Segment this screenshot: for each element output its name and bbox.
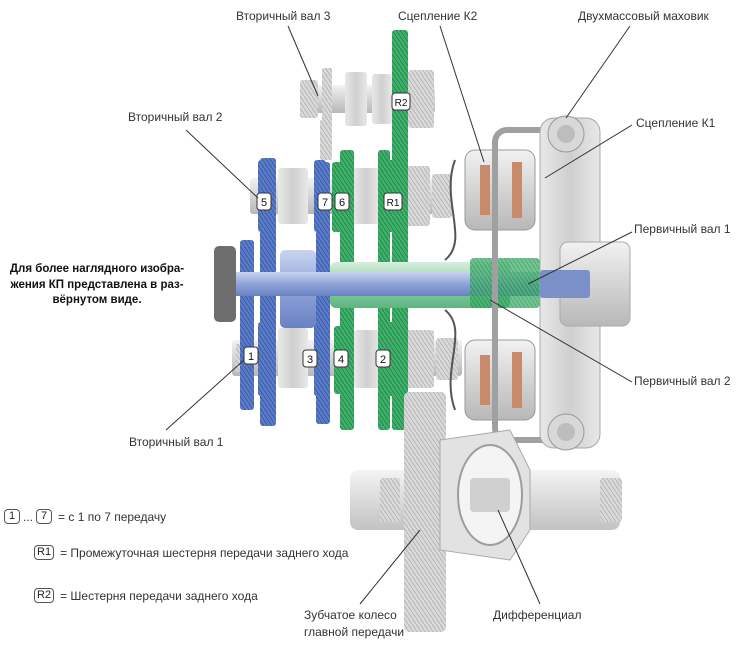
final-drive-and-differential bbox=[350, 392, 622, 632]
svg-text:3: 3 bbox=[307, 354, 313, 366]
reverse-gear-green bbox=[392, 30, 408, 430]
legend-text-r1: = Промежуточная шестерня передачи заднег… bbox=[60, 545, 349, 560]
clutch-assembly bbox=[444, 127, 558, 443]
secondary-shaft-3 bbox=[300, 68, 435, 160]
label-main-gear-line1: Зубчатое колесо bbox=[304, 608, 397, 622]
legend-row-gears: 1 ... 7 = с 1 по 7 передачу bbox=[4, 509, 166, 524]
leader-primary-shaft-1 bbox=[527, 231, 633, 285]
legend-badge-to: 7 bbox=[36, 509, 53, 524]
svg-text:1: 1 bbox=[248, 351, 254, 363]
leader-secondary-shaft-1 bbox=[165, 359, 245, 431]
gear-badge-r2: R2 bbox=[391, 92, 411, 111]
primary-shaft-end-cap bbox=[214, 246, 236, 322]
label-clutch-k1: Сцепление К1 bbox=[636, 116, 716, 130]
legend-text-gears: = с 1 по 7 передачу bbox=[58, 509, 167, 524]
gear-badge-6: 6 bbox=[334, 192, 350, 211]
note-line-3: вёрнутом виде. bbox=[52, 294, 142, 307]
svg-text:R1: R1 bbox=[387, 198, 400, 209]
svg-text:R2: R2 bbox=[395, 98, 408, 109]
svg-text:4: 4 bbox=[338, 354, 344, 366]
legend-row-r1: R1 = Промежуточная шестерня передачи зад… bbox=[34, 545, 348, 560]
label-dual-mass-flywheel: Двухмассовый маховик bbox=[578, 9, 709, 23]
gear-badge-2: 2 bbox=[375, 349, 391, 368]
svg-text:6: 6 bbox=[339, 197, 345, 209]
blue-gear-1 bbox=[240, 240, 254, 410]
leader-primary-shaft-2 bbox=[489, 299, 633, 383]
legend-badge-from: 1 bbox=[4, 509, 20, 524]
legend-dots: ... bbox=[23, 509, 34, 524]
primary-shaft-splines bbox=[470, 258, 540, 308]
gear-badge-1: 1 bbox=[243, 346, 259, 365]
legend-text-r2: = Шестерня передачи заднего хода bbox=[60, 588, 258, 603]
gear-badge-5: 5 bbox=[256, 192, 272, 211]
leader-secondary-shaft-2 bbox=[185, 129, 259, 199]
svg-text:2: 2 bbox=[380, 354, 386, 366]
label-differential: Дифференциал bbox=[493, 608, 582, 622]
label-secondary-shaft-1: Вторичный вал 1 bbox=[129, 435, 224, 449]
label-secondary-shaft-2: Вторичный вал 2 bbox=[128, 110, 223, 124]
leader-lines bbox=[165, 25, 633, 605]
label-primary-shaft-1: Первичный вал 1 bbox=[634, 222, 731, 236]
svg-text:5: 5 bbox=[261, 197, 267, 209]
leader-dual-mass-flywheel bbox=[565, 25, 631, 119]
gear-badge-4: 4 bbox=[333, 349, 349, 368]
svg-text:7: 7 bbox=[322, 197, 328, 209]
layout-note: Для более наглядного изобра- жения КП пр… bbox=[2, 262, 192, 309]
legend-badge-r2: R2 bbox=[34, 588, 55, 603]
dual-mass-flywheel bbox=[539, 115, 631, 451]
note-line-1: Для более наглядного изобра- bbox=[9, 263, 185, 275]
note-line-2: жения КП представлена в раз- bbox=[10, 278, 184, 291]
leader-main-gear bbox=[359, 529, 421, 605]
leader-differential bbox=[497, 509, 541, 605]
gear-badge-3: 3 bbox=[302, 349, 318, 368]
gear-badge-7: 7 bbox=[317, 192, 333, 211]
leader-secondary-shaft-3 bbox=[287, 25, 319, 97]
leader-clutch-k1 bbox=[544, 124, 633, 179]
leader-clutch-k2 bbox=[439, 25, 485, 163]
legend-badge-r1: R1 bbox=[34, 545, 55, 560]
label-secondary-shaft-3: Вторичный вал 3 bbox=[236, 9, 331, 23]
gear-badge-r1: R1 bbox=[383, 192, 403, 211]
label-primary-shaft-2: Первичный вал 2 bbox=[634, 374, 731, 388]
legend-row-r2: R2 = Шестерня передачи заднего хода bbox=[34, 588, 258, 603]
label-clutch-k2: Сцепление К2 bbox=[398, 9, 478, 23]
label-main-gear-line2: главной передачи bbox=[304, 625, 405, 639]
